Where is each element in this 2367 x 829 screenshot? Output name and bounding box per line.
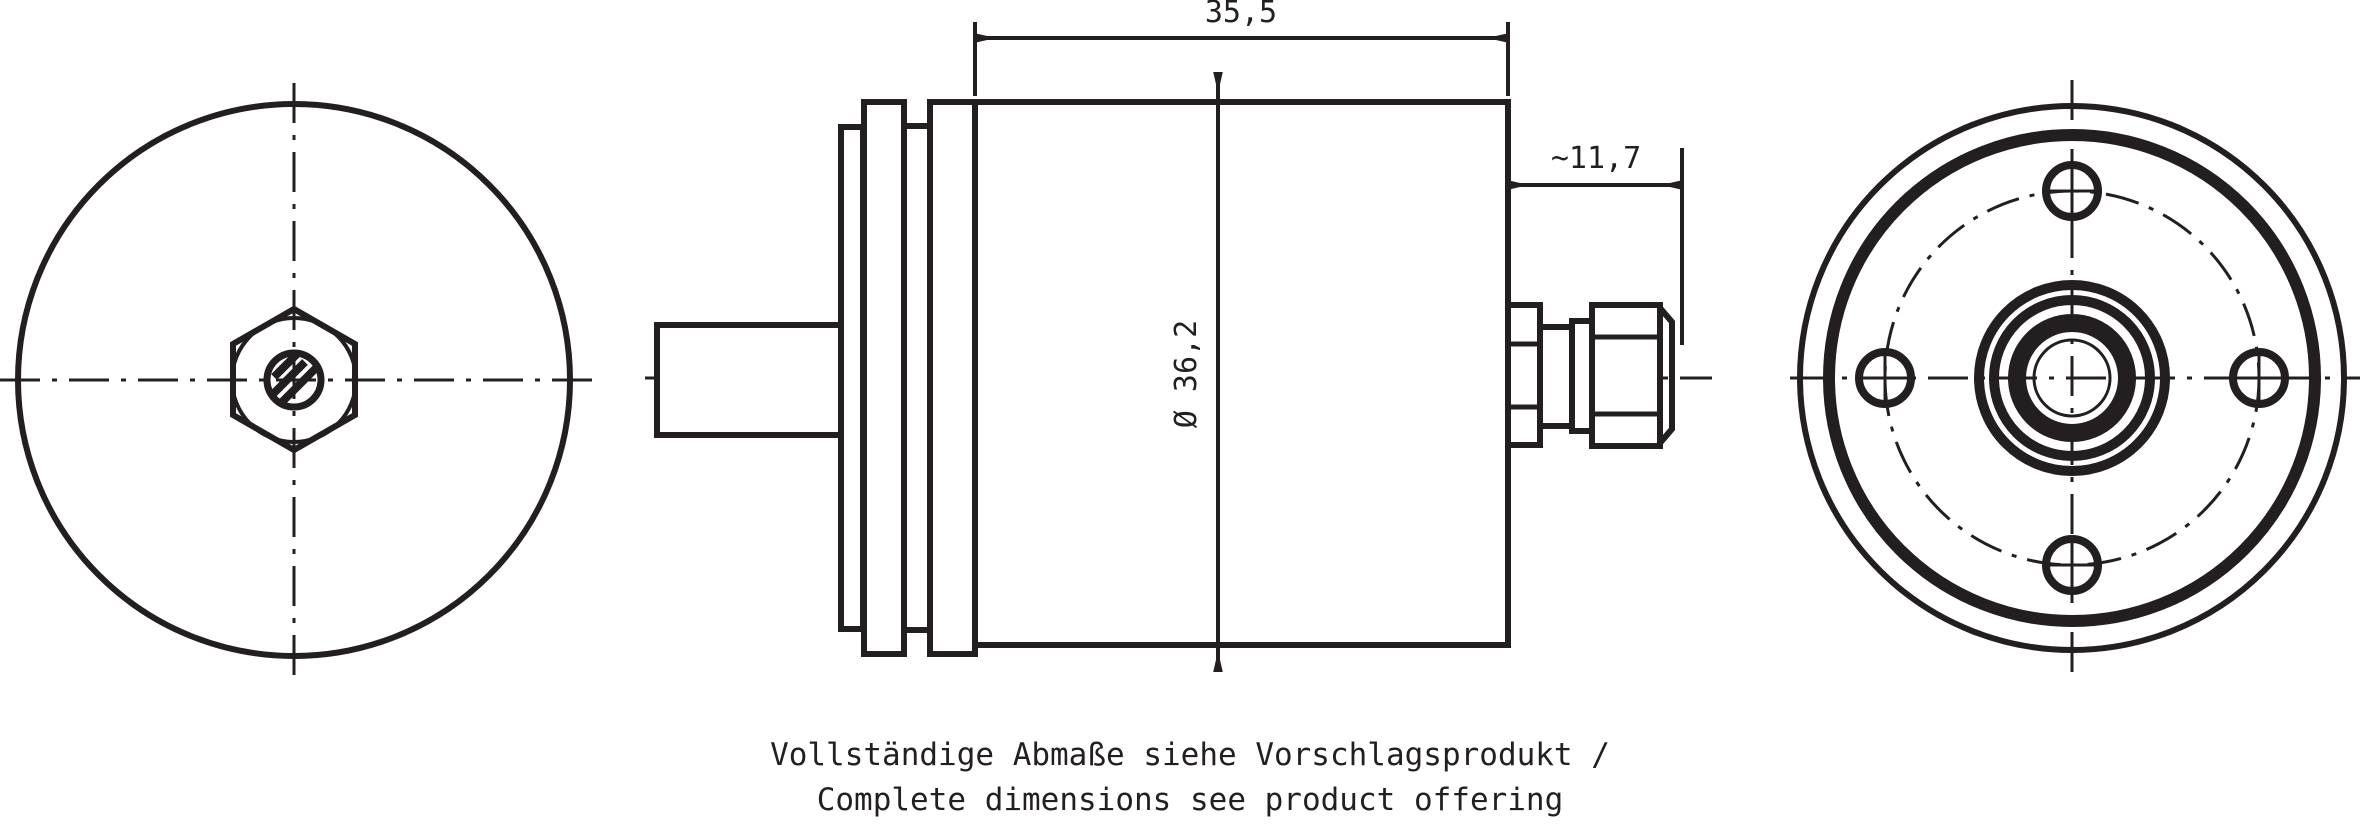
mounting-hole-top — [2042, 161, 2102, 221]
rear-view-flange — [1790, 80, 2360, 676]
caption-line-german: Vollständige Abmaße siehe Vorschlagsprod… — [770, 737, 1610, 773]
front-view-shaft-end — [0, 83, 592, 678]
dimension-connector-length: ~11,7 — [1506, 120, 1684, 345]
rear-boss-ring-inner — [2008, 314, 2136, 442]
rear-boss-bore — [2032, 338, 2112, 418]
connector-mounting-boss — [1505, 302, 1543, 448]
rear-housing-outer-circle — [1797, 103, 2347, 653]
caption-block: Vollständige Abmaße siehe Vorschlagsprod… — [770, 737, 1610, 818]
mounting-hole-bottom — [2042, 535, 2102, 595]
drive-shaft — [654, 322, 846, 438]
rear-boss-ring-outer — [1974, 280, 2170, 476]
shaft-end-bore-circle — [263, 349, 325, 411]
flange-groove — [901, 123, 933, 633]
hex-nut-chamfer-circle — [230, 316, 358, 444]
mounting-hole-left — [1855, 348, 1915, 408]
housing-outer-circle — [15, 101, 573, 659]
connector-end-cap — [1657, 306, 1675, 445]
flange-ring-outer — [838, 124, 866, 632]
rear-boss-ring-middle — [1989, 295, 2155, 461]
connector-threaded-neck — [1537, 324, 1575, 429]
flange-plate-front — [861, 99, 907, 657]
dimension-overall-length: 35,5 — [973, 0, 1510, 96]
mounting-hole-right — [2229, 348, 2289, 408]
dimension-label-body-diameter: Ø 36,2 — [1169, 320, 1204, 428]
dimension-label-connector-length: ~11,7 — [1551, 141, 1641, 176]
hex-nut-outline — [230, 305, 358, 454]
rear-housing-inner-ring — [1823, 129, 2321, 627]
dimension-label-overall-length: 35,5 — [1205, 0, 1277, 30]
caption-line-english: Complete dimensions see product offering — [817, 782, 1564, 818]
flange-plate-rear — [927, 99, 978, 657]
connector-hex-nut — [1589, 302, 1663, 449]
dimension-body-diameter: Ø 36,2 — [1169, 72, 1223, 672]
housing-body — [972, 99, 1511, 648]
side-section-view — [645, 99, 1712, 657]
